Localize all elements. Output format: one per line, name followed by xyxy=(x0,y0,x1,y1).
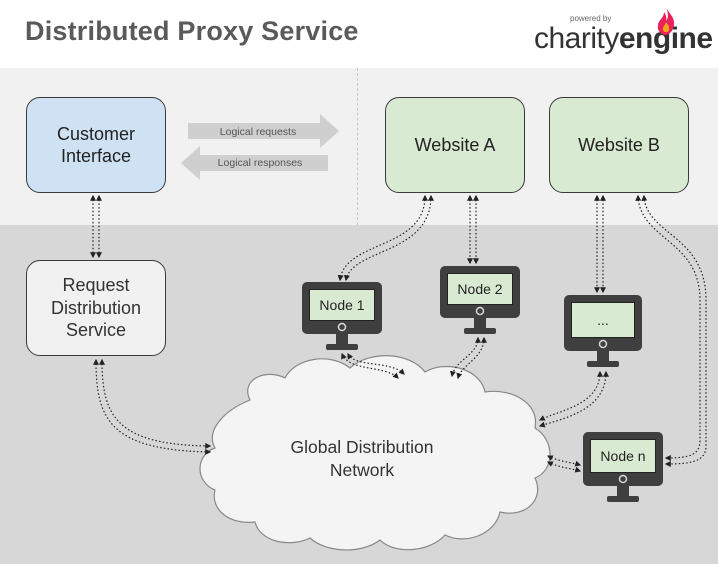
request-distribution-box: Request Distribution Service xyxy=(26,260,166,356)
node-1-monitor: Node 1 xyxy=(302,282,382,352)
connector-ellipsis-cloud xyxy=(538,370,603,421)
global-network-label: Global Distribution Network xyxy=(290,437,434,480)
connector-node2-cloud-2 xyxy=(456,336,487,380)
connector-websitea-node1-2 xyxy=(343,194,434,282)
section-divider xyxy=(357,68,358,225)
arrow-right-icon xyxy=(188,114,339,148)
arrow-left-icon xyxy=(181,146,328,180)
customer-interface-box: Customer Interface xyxy=(26,97,166,193)
logical-requests-label: Logical requests xyxy=(219,126,297,138)
request-distribution-label: Request Distribution Service xyxy=(50,275,142,341)
logo-charity: charity xyxy=(534,22,619,55)
website-a-box: Website A xyxy=(385,97,525,193)
customer-interface-label: Customer Interface xyxy=(56,123,136,167)
flame-icon xyxy=(657,7,675,35)
website-a-label: Website A xyxy=(414,134,496,155)
connector-request-cloud xyxy=(93,358,212,455)
node-1-screen: Node 1 xyxy=(309,289,375,321)
connector-ellipsis-cloud-2 xyxy=(538,370,609,428)
connector-websitea-node1 xyxy=(337,194,428,282)
connector-node2-cloud xyxy=(449,336,481,378)
connector-websiteb-noden-2 xyxy=(641,194,707,467)
node-ellipsis-screen: ... xyxy=(571,302,635,338)
page-title: Distributed Proxy Service xyxy=(25,16,359,46)
website-b-label: Website B xyxy=(578,134,660,155)
logical-responses-label: Logical responses xyxy=(217,157,303,169)
website-b-box: Website B xyxy=(549,97,689,193)
connector-websiteb-noden xyxy=(635,194,701,461)
connector-cloud-noden-2 xyxy=(546,461,582,473)
connector-node1-cloud-2 xyxy=(347,352,405,375)
logo-powered-by: powered by xyxy=(570,14,612,23)
node-2-screen: Node 2 xyxy=(447,273,513,305)
node-ellipsis-monitor: ... xyxy=(564,295,642,369)
connector-request-cloud-2 xyxy=(99,358,212,449)
node-2-monitor: Node 2 xyxy=(440,266,520,336)
